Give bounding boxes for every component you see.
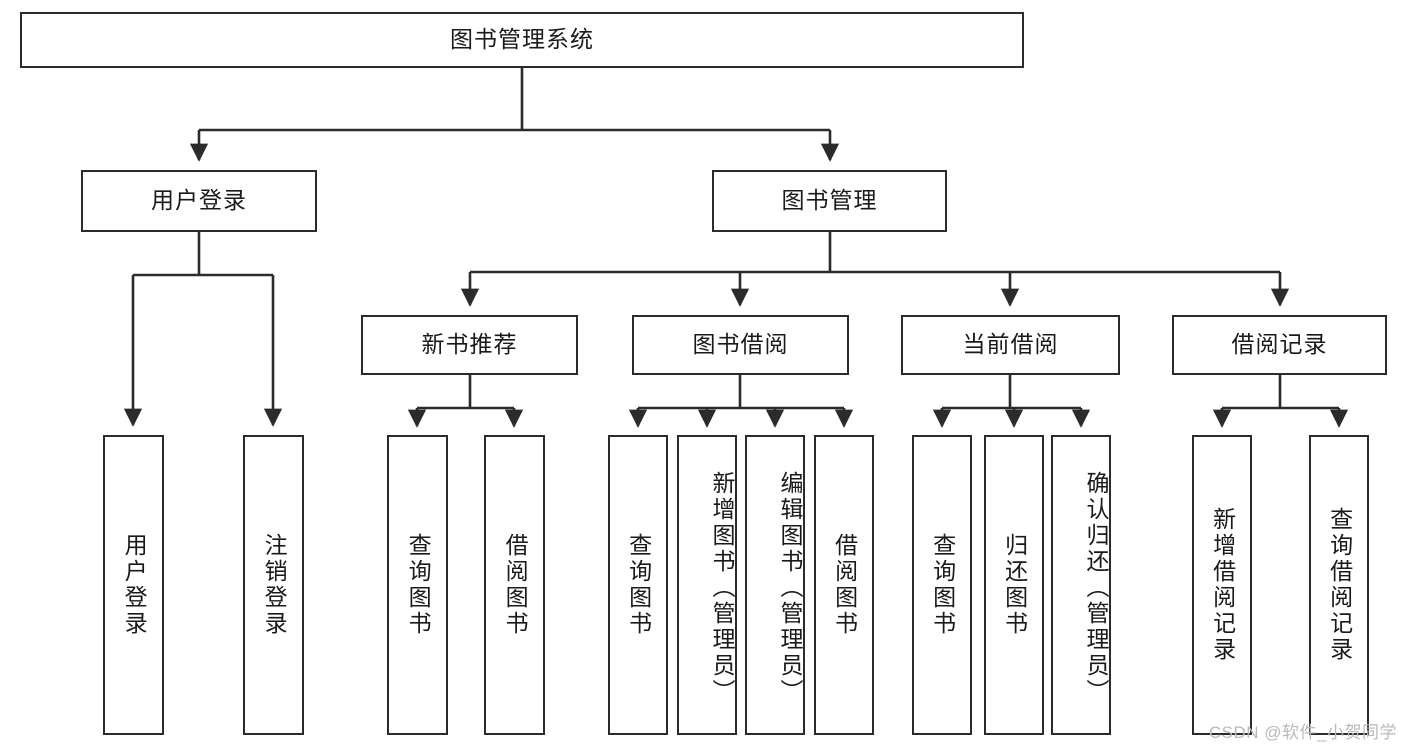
node-new-book-recommend[interactable]: 新书推荐 <box>361 315 578 375</box>
csdn-watermark: CSDN @软件_小贺同学 <box>1208 723 1397 742</box>
node-current-borrow-label: 当前借阅 <box>962 331 1059 358</box>
node-leaf-user-login[interactable]: 用户登录 <box>103 435 164 735</box>
node-leaf-query-book-2-label: 查询图书 <box>625 533 652 637</box>
node-book-borrow-label: 图书借阅 <box>692 331 789 358</box>
node-leaf-query-borrow-record-label: 查询借阅记录 <box>1326 507 1353 663</box>
node-leaf-borrow-book-2[interactable]: 借阅图书 <box>814 435 874 735</box>
node-leaf-add-borrow-record[interactable]: 新增借阅记录 <box>1192 435 1252 735</box>
node-leaf-query-book-2[interactable]: 查询图书 <box>608 435 668 735</box>
node-book-management-label: 图书管理 <box>781 187 878 214</box>
node-borrow-record[interactable]: 借阅记录 <box>1172 315 1387 375</box>
node-leaf-user-login-label: 用户登录 <box>121 533 148 637</box>
node-new-book-recommend-label: 新书推荐 <box>421 331 518 358</box>
node-leaf-add-book[interactable]: 新增图书（管理员） <box>677 435 737 735</box>
node-leaf-query-book-3[interactable]: 查询图书 <box>912 435 972 735</box>
node-leaf-confirm-return-label: 确认归还（管理员） <box>1083 471 1109 705</box>
node-leaf-logout-label: 注销登录 <box>261 533 288 637</box>
node-root[interactable]: 图书管理系统 <box>20 12 1024 68</box>
node-leaf-add-book-label: 新增图书（管理员） <box>709 471 735 705</box>
node-leaf-borrow-book-1[interactable]: 借阅图书 <box>484 435 545 735</box>
node-root-label: 图书管理系统 <box>450 26 594 53</box>
node-book-borrow[interactable]: 图书借阅 <box>632 315 849 375</box>
node-leaf-query-book-1-label: 查询图书 <box>405 533 432 637</box>
node-leaf-query-book-3-label: 查询图书 <box>929 533 956 637</box>
node-leaf-borrow-book-2-label: 借阅图书 <box>831 533 858 637</box>
node-leaf-logout[interactable]: 注销登录 <box>243 435 304 735</box>
node-user-login-label: 用户登录 <box>151 187 247 214</box>
node-borrow-record-label: 借阅记录 <box>1231 331 1328 358</box>
node-leaf-return-book[interactable]: 归还图书 <box>984 435 1044 735</box>
node-leaf-borrow-book-1-label: 借阅图书 <box>502 533 529 637</box>
node-user-login[interactable]: 用户登录 <box>81 170 317 232</box>
node-current-borrow[interactable]: 当前借阅 <box>901 315 1120 375</box>
node-leaf-add-borrow-record-label: 新增借阅记录 <box>1209 507 1236 663</box>
node-book-management[interactable]: 图书管理 <box>712 170 947 232</box>
node-leaf-confirm-return[interactable]: 确认归还（管理员） <box>1051 435 1111 735</box>
node-leaf-query-borrow-record[interactable]: 查询借阅记录 <box>1309 435 1369 735</box>
node-leaf-query-book-1[interactable]: 查询图书 <box>387 435 448 735</box>
node-leaf-return-book-label: 归还图书 <box>1001 533 1028 637</box>
node-leaf-edit-book[interactable]: 编辑图书（管理员） <box>745 435 805 735</box>
node-leaf-edit-book-label: 编辑图书（管理员） <box>777 471 803 705</box>
